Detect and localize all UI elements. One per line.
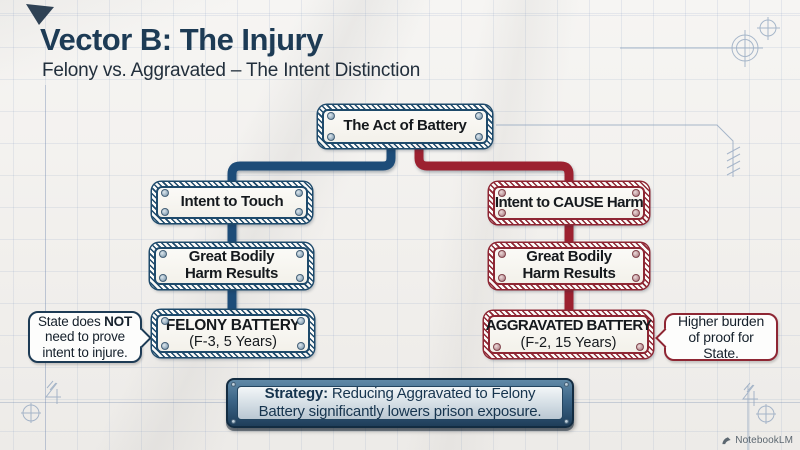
screw-icon [632, 189, 640, 197]
screw-icon [297, 317, 305, 325]
screw-icon [231, 419, 236, 424]
screw-icon [498, 250, 506, 258]
watermark-label: NotebookLM [735, 435, 793, 446]
screw-icon [161, 208, 169, 216]
screw-icon [564, 419, 569, 424]
page-subtitle: Felony vs. Aggravated – The Intent Disti… [42, 60, 421, 81]
node-aggravated-battery: AGGRAVATED BATTERY (F-2, 15 Years) [484, 311, 653, 358]
screw-icon [475, 112, 483, 120]
node-harm-results-right: Great Bodily Harm Results [489, 243, 649, 289]
strategy-text: Strategy: Reducing Aggravated to Felony … [237, 385, 563, 420]
node-felony-battery: FELONY BATTERY (F-3, 5 Years) [152, 310, 314, 357]
screw-icon [498, 209, 506, 217]
screw-icon [161, 317, 169, 325]
screw-icon [296, 250, 304, 258]
screw-icon [327, 112, 335, 120]
callout-text: State does NOT need to prove intent to i… [37, 313, 132, 360]
screw-icon [498, 189, 506, 197]
screw-icon [636, 343, 644, 351]
screw-icon [632, 274, 640, 282]
node-label: Intent to Touch [180, 193, 284, 211]
page-title: Vector B: The Injury [40, 22, 323, 57]
screw-icon [159, 274, 167, 282]
screw-icon [161, 342, 169, 350]
screw-icon [295, 208, 303, 216]
node-act-of-battery: The Act of Battery [318, 105, 492, 148]
node-harm-results-left: Great Bodily Harm Results [150, 243, 313, 289]
notebooklm-watermark: NotebookLM [721, 435, 793, 446]
callout-text: Higher burden of proof for State. [677, 312, 765, 362]
screw-icon [493, 343, 501, 351]
result-subtitle: (F-2, 15 Years) [520, 334, 617, 351]
node-intent-to-touch: Intent to Touch [152, 182, 312, 223]
callout-higher-burden: Higher burden of proof for State. [654, 312, 778, 362]
node-intent-to-cause-harm: Intent to CAUSE Harm [489, 182, 649, 224]
result-subtitle: (F-3, 5 Years) [189, 334, 277, 351]
strategy-banner: Strategy: Reducing Aggravated to Felony … [226, 378, 574, 428]
node-label-line2: Harm Results [522, 265, 616, 282]
screw-icon [327, 133, 335, 141]
screw-icon [231, 382, 236, 387]
node-label-line1: Great Bodily [526, 248, 612, 266]
node-label-line1: Great Bodily [188, 248, 275, 266]
result-title: FELONY BATTERY [165, 316, 301, 334]
screw-icon [475, 133, 483, 141]
screw-icon [564, 382, 569, 387]
result-title: AGGRAVATED BATTERY [485, 316, 652, 334]
screw-icon [159, 250, 167, 258]
callout-state-burden: State does NOT need to prove intent to i… [28, 311, 152, 363]
node-label: Intent to CAUSE Harm [494, 193, 644, 211]
screw-icon [632, 250, 640, 258]
screw-icon [161, 189, 169, 197]
screw-icon [498, 274, 506, 282]
callout-pointer [131, 328, 152, 348]
screw-icon [295, 189, 303, 197]
screw-icon [632, 209, 640, 217]
screw-icon [297, 342, 305, 350]
notebooklm-logo-icon [722, 437, 731, 445]
node-label-line2: Harm Results [184, 265, 279, 282]
screw-icon [296, 274, 304, 282]
node-label: The Act of Battery [343, 117, 467, 135]
grid-accent-vertical [45, 85, 46, 450]
